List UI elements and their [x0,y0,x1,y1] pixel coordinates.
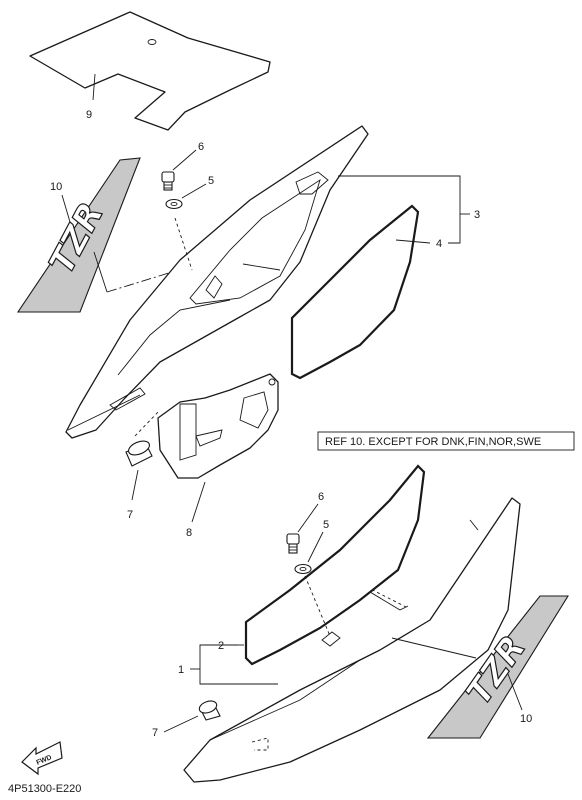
side-panel-4 [290,204,420,380]
bracket-8 [157,373,279,479]
emblem-top: TZR [16,157,141,313]
panel-2 [244,464,426,666]
drawing-code: 4P51300-E220 [8,783,81,795]
fwd-arrow-icon: FWD [21,741,63,776]
callout-8: 8 [186,527,192,539]
callout-3: 3 [474,209,480,221]
callout-6-top: 6 [198,141,204,153]
callout-7-top: 7 [127,509,133,521]
screw-6-bottom [286,533,300,554]
note-text: REF 10. EXCEPT FOR DNK,FIN,NOR,SWE [325,436,541,448]
callout-10-bottom: 10 [520,713,532,725]
note-box: REF 10. EXCEPT FOR DNK,FIN,NOR,SWE [317,431,575,451]
callout-10-top: 10 [50,181,62,193]
emblem-bottom: TZR [426,595,569,739]
washer-5-top [165,198,183,210]
callout-5-top: 5 [208,175,214,187]
callout-9: 9 [86,109,92,121]
callout-5-bottom: 5 [323,519,329,531]
callout-4: 4 [436,238,442,250]
callout-2: 2 [218,640,224,652]
callout-6-bottom: 6 [318,491,324,503]
screw-6-top [161,171,175,191]
washer-5-bottom [294,563,312,575]
grommet-7-top [125,440,153,467]
part-9-sheet [29,11,271,131]
grommet-7-bottom [198,700,221,721]
callout-1: 1 [178,664,184,676]
callout-7-bottom: 7 [152,727,158,739]
side-cover-upper [65,125,369,439]
